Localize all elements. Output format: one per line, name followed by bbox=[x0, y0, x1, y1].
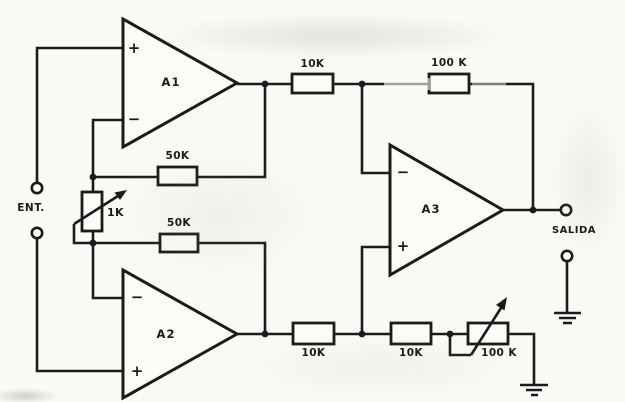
label-resistor-10k-bottom-right: 10K bbox=[399, 347, 423, 359]
input-terminal-bottom bbox=[30, 226, 44, 240]
resistor-bodies bbox=[156, 72, 471, 346]
opamp-a1-label: A1 bbox=[161, 75, 181, 89]
potentiometer-1k-arrowhead bbox=[114, 190, 127, 200]
potentiometer-100k-wiper-line bbox=[469, 307, 503, 356]
output-terminals bbox=[559, 203, 574, 263]
wire-a3-minus bbox=[360, 84, 390, 175]
wire-a1-minus-feedback bbox=[91, 118, 123, 177]
wire-a2-minus-feedback bbox=[91, 243, 123, 300]
opamp-a1-minus-sign: − bbox=[127, 110, 141, 128]
potentiometer-100k-arrowhead bbox=[496, 297, 507, 311]
wire-50k-lower bbox=[93, 241, 267, 334]
label-resistor-100k-top: 100 K bbox=[431, 57, 467, 69]
opamp-a3 bbox=[388, 142, 507, 278]
junction-dot bbox=[529, 206, 537, 214]
junction-dot bbox=[446, 330, 454, 338]
opamp-a2-body bbox=[121, 267, 241, 401]
ground-symbol-bottom bbox=[520, 383, 548, 397]
output-ground-terminal bbox=[560, 249, 574, 263]
opamp-a2-label: A2 bbox=[156, 327, 176, 341]
wire-input-to-a2-plus bbox=[35, 238, 123, 373]
label-resistor-50k-upper: 50K bbox=[165, 150, 190, 162]
label-potentiometer-100k: 100 K bbox=[481, 347, 517, 359]
junction-dot bbox=[358, 330, 366, 338]
label-input-terminal: ENT. bbox=[17, 202, 45, 214]
potentiometer-100k bbox=[466, 297, 510, 356]
label-resistor-50k-lower: 50K bbox=[167, 217, 191, 229]
junction-dot bbox=[89, 173, 97, 181]
resistor-100k-top-body bbox=[427, 72, 471, 95]
resistor-50k-lower-body bbox=[158, 232, 200, 254]
opamp-a2-minus-sign: − bbox=[130, 288, 144, 306]
opamp-a3-label: A3 bbox=[421, 202, 441, 216]
junction-dot bbox=[261, 330, 269, 338]
wire-pot100k-wiper bbox=[448, 334, 471, 357]
opamp-a3-minus-sign: − bbox=[396, 163, 410, 181]
potentiometer-1k-wiper-line bbox=[73, 194, 119, 226]
junction-dot bbox=[358, 80, 366, 88]
label-potentiometer-1k: 1K bbox=[107, 206, 124, 219]
input-terminal-top bbox=[30, 181, 44, 195]
opamp-a1 bbox=[121, 16, 241, 150]
input-terminals bbox=[30, 181, 44, 240]
label-output-terminal: SALIDA bbox=[551, 225, 597, 236]
resistor-50k-upper-body bbox=[156, 165, 199, 187]
ground-symbol-output bbox=[554, 311, 581, 325]
junction-dots bbox=[89, 80, 537, 338]
wire-input-to-a1-plus bbox=[35, 46, 123, 183]
potentiometer-1k bbox=[73, 190, 127, 233]
opamp-a3-body bbox=[388, 142, 507, 278]
resistor-10k-bottom-left-body bbox=[291, 321, 336, 346]
label-resistor-10k-top: 10K bbox=[300, 58, 325, 70]
resistor-10k-top-body bbox=[290, 72, 335, 95]
label-resistor-10k-bottom-left: 10K bbox=[301, 347, 326, 359]
junction-dot bbox=[261, 80, 269, 88]
opamp-a1-plus-sign: + bbox=[127, 39, 141, 57]
opamp-a3-plus-sign: + bbox=[396, 237, 410, 255]
opamp-a2 bbox=[121, 267, 241, 401]
resistor-10k-bottom-right-body bbox=[389, 321, 433, 346]
wire-a3-plus bbox=[360, 245, 390, 334]
wire-50k-upper bbox=[93, 84, 267, 179]
opamp-a2-plus-sign: + bbox=[130, 362, 144, 380]
opamp-a1-body bbox=[121, 16, 241, 150]
junction-dot bbox=[89, 239, 97, 247]
potentiometer-100k-body bbox=[466, 321, 510, 346]
output-terminal bbox=[559, 203, 573, 217]
